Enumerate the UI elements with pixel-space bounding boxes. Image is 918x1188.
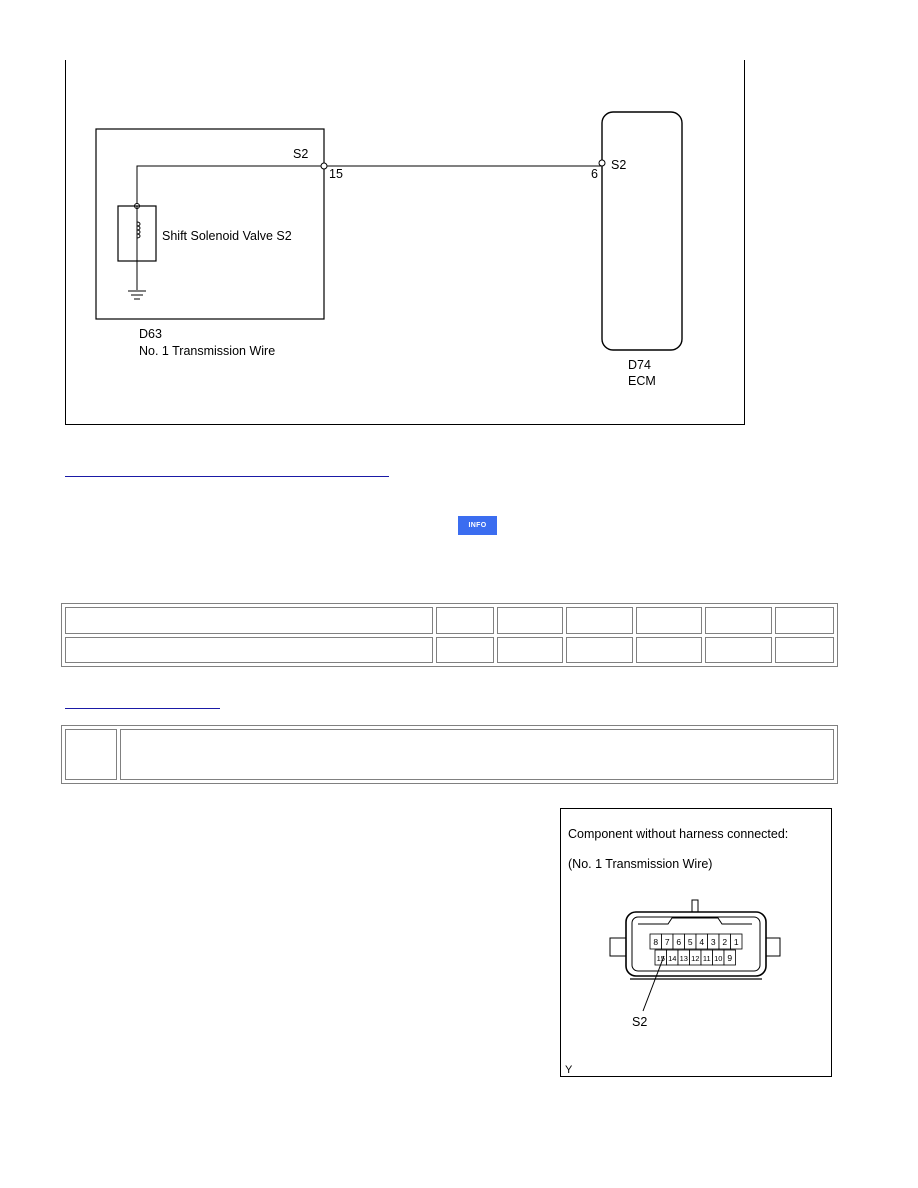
- pin-number: 7: [665, 937, 670, 947]
- pin-number: 5: [688, 937, 693, 947]
- step-table: [61, 725, 838, 784]
- connector-caption-line1: Component without harness connected:: [568, 827, 789, 841]
- table-row: [65, 607, 834, 634]
- table-cell: [774, 607, 834, 634]
- pin-number: 6: [676, 937, 681, 947]
- left-component-name: No. 1 Transmission Wire: [139, 344, 275, 358]
- table-row: [65, 729, 834, 780]
- s2-wire: [136, 165, 601, 260]
- connector-caption-line2: (No. 1 Transmission Wire): [568, 857, 713, 871]
- ecm-connector-code: D74: [628, 358, 651, 372]
- table-cell: [705, 607, 772, 634]
- pin-number: 10: [714, 954, 722, 963]
- table-cell: [635, 607, 703, 634]
- left-connector-code: D63: [139, 327, 162, 341]
- s2-pointer-line: [642, 955, 665, 1012]
- terminal-6-node: [598, 159, 606, 167]
- table-cell: [496, 607, 564, 634]
- table-cell: [496, 636, 564, 663]
- pin-number: 14: [668, 954, 676, 963]
- pin-number: 15: [657, 954, 665, 963]
- connector-inner-rim: [631, 916, 761, 972]
- pin-number: 11: [703, 954, 711, 963]
- left-terminal-signal: S2: [293, 147, 308, 161]
- pin-number: 1: [734, 937, 739, 947]
- table-cell: [705, 636, 772, 663]
- section-link-underline[interactable]: [65, 476, 389, 477]
- left-terminal-pin: 15: [329, 167, 343, 181]
- pin-number: 3: [711, 937, 716, 947]
- pin-number: 13: [680, 954, 688, 963]
- info-button[interactable]: INFO: [458, 516, 497, 535]
- ecm-name: ECM: [628, 374, 656, 388]
- table-cell: [774, 636, 834, 663]
- pin-number: 8: [653, 937, 658, 947]
- table-cell: [436, 607, 494, 634]
- transmission-wire-box: [95, 128, 325, 320]
- s2-pointer-label: S2: [632, 1015, 647, 1029]
- pin-number: 9: [727, 953, 732, 963]
- data-table: [61, 603, 838, 667]
- pin-cell: [723, 949, 736, 966]
- ecm-terminal-pin: 6: [591, 167, 598, 181]
- solenoid-coil-icon: [136, 221, 141, 239]
- terminal-15-node: [320, 162, 328, 170]
- table-cell: [566, 607, 633, 634]
- table-cell: [65, 607, 434, 634]
- step-number-cell: [65, 729, 117, 780]
- pin-cell: [730, 933, 743, 950]
- connector-illustration-frame: [560, 808, 832, 1077]
- wiring-diagram: S2 15 Shift Solenoid Valve S2 S2 6 D63 N…: [95, 111, 683, 388]
- pin-number: 2: [722, 937, 727, 947]
- wiring-diagram-frame: [65, 60, 745, 425]
- ecm-terminal-signal: S2: [611, 158, 626, 172]
- table-cell: [65, 636, 434, 663]
- ecm-box: [601, 111, 683, 351]
- connector-caption: Component without harness connected: (No…: [568, 812, 788, 887]
- table-cell: [436, 636, 494, 663]
- step-title-cell: [120, 729, 834, 780]
- step-link-underline[interactable]: [65, 708, 220, 709]
- solenoid-label: Shift Solenoid Valve S2: [162, 229, 292, 243]
- table-cell: [635, 636, 703, 663]
- table-cell: [566, 636, 633, 663]
- pin-number: 12: [691, 954, 699, 963]
- pin-number: 4: [699, 937, 704, 947]
- corner-mark: Y: [565, 1064, 573, 1076]
- table-row: [65, 636, 834, 663]
